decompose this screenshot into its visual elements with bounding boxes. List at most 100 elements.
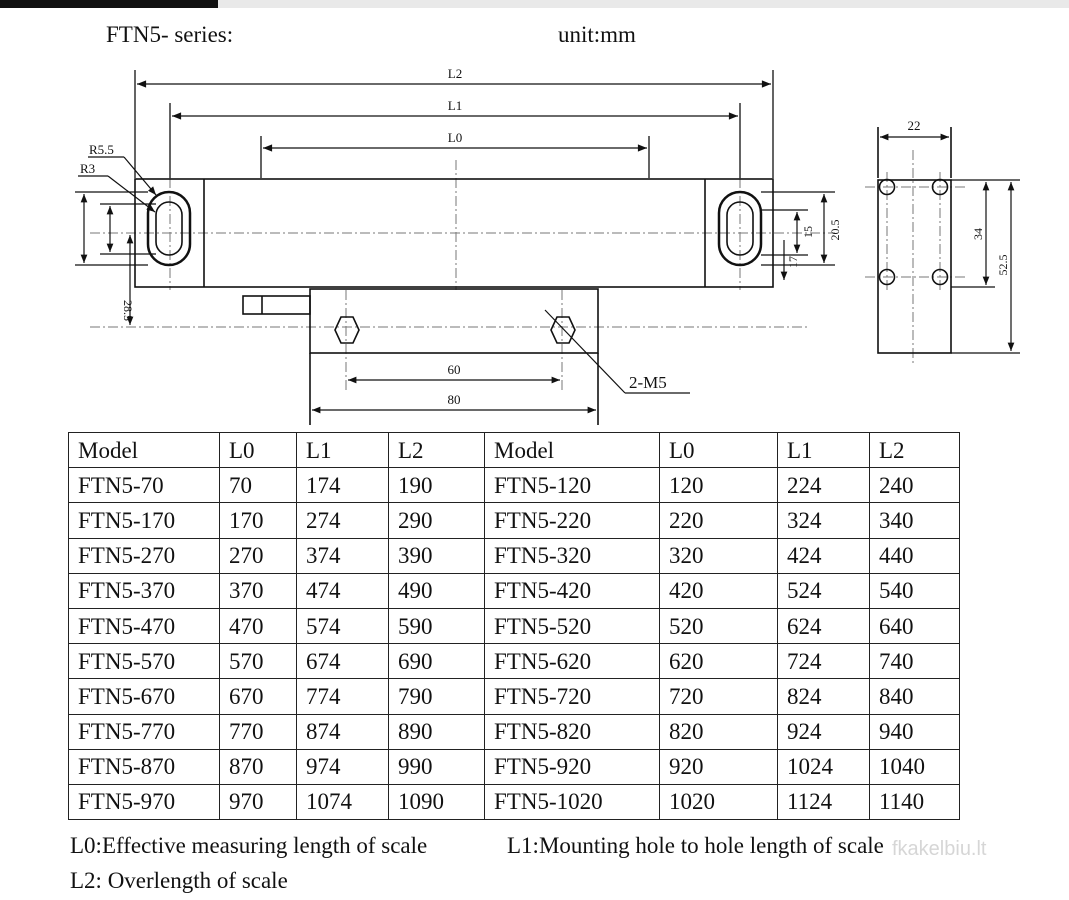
table-cell: 374 [296,537,389,574]
center-lines [90,150,965,390]
table-cell: FTN5-620 [484,643,660,680]
scale-body [134,178,774,288]
table-cell: 920 [659,748,778,785]
technical-drawing: L2 L1 L0 R5.5 R3 28.5 20.5 15 17 [75,66,1020,425]
table-cell: 690 [388,643,485,680]
col-header: L1 [296,431,389,469]
table-cell: 940 [869,713,960,750]
table-cell: 1140 [869,783,960,821]
table-cell: 324 [777,502,870,539]
table-cell: 824 [777,678,870,715]
legend-l0: L0:Effective measuring length of scale [70,833,428,858]
dim-80-label: 80 [448,392,461,407]
table-cell: FTN5-1020 [484,783,660,821]
table-cell: FTN5-370 [68,572,220,609]
dim-l1-label: L1 [448,98,462,113]
table-cell: 190 [388,467,485,504]
table-cell: 624 [777,607,870,645]
top-bar-accent [0,0,218,8]
dim-17-label: 17 [786,256,800,268]
table-cell: 990 [388,748,485,785]
table-cell: 770 [219,713,297,750]
table-cell: FTN5-270 [68,537,220,574]
table-cell: 670 [219,678,297,715]
table-cell: FTN5-570 [68,643,220,680]
table-cell: 440 [869,537,960,574]
table-cell: 540 [869,572,960,609]
table-cell: FTN5-520 [484,607,660,645]
dim-20-5-label: 20.5 [828,220,842,241]
table-cell: FTN5-670 [68,678,220,715]
table-cell: 470 [219,607,297,645]
table-cell: 420 [659,572,778,609]
table-cell: 720 [659,678,778,715]
table-cell: 490 [388,572,485,609]
table-cell: 674 [296,643,389,680]
length-dimensions [134,70,774,178]
table-cell: 170 [219,502,297,539]
table-cell: FTN5-820 [484,713,660,750]
dim-28-5-label: 28.5 [121,300,135,321]
thread-2-m5-label: 2-M5 [629,373,667,392]
top-bar [0,0,1069,8]
col-header: Model [68,431,220,469]
table-cell: 874 [296,713,389,750]
dim-34-label: 34 [971,228,985,240]
dim-l2-label: L2 [448,66,462,81]
dim-l0-label: L0 [448,130,462,145]
col-header: L2 [869,431,960,469]
table-cell: 524 [777,572,870,609]
table-header-row: Model L0 L1 L2 Model L0 L1 L2 [68,431,960,469]
table-cell: FTN5-170 [68,502,220,539]
table-cell: 840 [869,678,960,715]
side-view [877,127,1020,354]
table-cell: 340 [869,502,960,539]
series-title: FTN5- series: [106,22,234,47]
table-cell: 174 [296,467,389,504]
table-cell: FTN5-870 [68,748,220,785]
table-cell: 120 [659,467,778,504]
table-cell: 740 [869,643,960,680]
table-cell: 790 [388,678,485,715]
dim-15-label: 15 [801,226,815,238]
table-cell: 370 [219,572,297,609]
col-header: Model [484,431,660,469]
table-cell: FTN5-120 [484,467,660,504]
table-cell: FTN5-220 [484,502,660,539]
table-cell: 570 [219,643,297,680]
table-cell: 890 [388,713,485,750]
table-cell: 70 [219,467,297,504]
mounting-slot-right [717,190,763,267]
table-cell: 924 [777,713,870,750]
radius-r3-label: R3 [80,161,95,176]
table-cell: 870 [219,748,297,785]
table-cell: FTN5-970 [68,783,220,821]
legend-l2: L2: Overlength of scale [70,868,288,893]
table-cell: 320 [659,537,778,574]
table-cell: FTN5-320 [484,537,660,574]
table-cell: 640 [869,607,960,645]
table-cell: 220 [659,502,778,539]
radius-leaders [78,156,157,213]
table-cell: 970 [219,783,297,821]
table-cell: 774 [296,678,389,715]
table-cell: 290 [388,502,485,539]
col-header: L0 [219,431,297,469]
col-header: L0 [659,431,778,469]
dim-22-label: 22 [908,118,921,133]
table-cell: 620 [659,643,778,680]
table-cell: 1124 [777,783,870,821]
left-vertical-dimensions [75,191,156,325]
table-cell: 590 [388,607,485,645]
table-cell: FTN5-720 [484,678,660,715]
table-cell: 474 [296,572,389,609]
